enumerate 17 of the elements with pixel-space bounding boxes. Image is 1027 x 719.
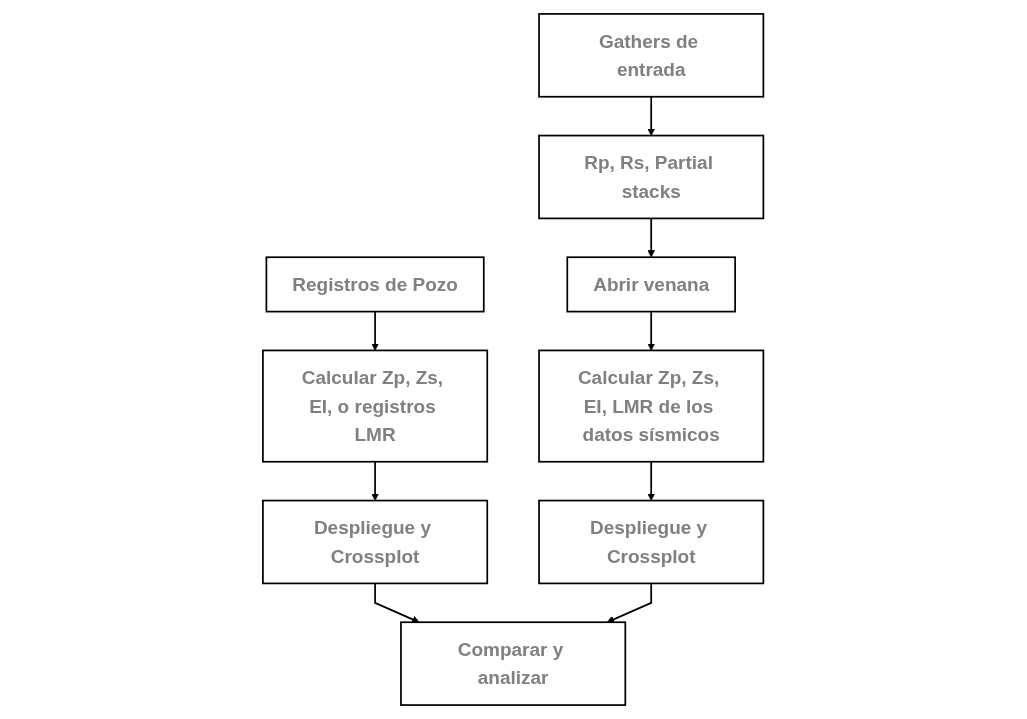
- node-box: Gathers de entrada: [538, 13, 765, 98]
- node-box: Registros de Pozo: [265, 256, 485, 313]
- arrow: [374, 582, 420, 623]
- arrow: [647, 95, 656, 136]
- node-box: Despliegue y Crossplot: [538, 499, 765, 585]
- arrow: [371, 310, 380, 351]
- arrow: [647, 310, 656, 351]
- arrow: [647, 460, 656, 501]
- node-box: Rp, Rs, Partial stacks: [538, 134, 765, 220]
- arrow: [607, 582, 653, 623]
- node-box: Despliegue y Crossplot: [262, 499, 489, 585]
- node-box: Calcular Zp, Zs, EI, o registros LMR: [262, 349, 489, 463]
- arrow: [647, 217, 656, 258]
- node-box: Comparar y analizar: [400, 621, 627, 706]
- arrow: [371, 460, 380, 501]
- node-box: Calcular Zp, Zs, EI, LMR de los datos sísmicos: [538, 349, 765, 463]
- node-box: Abrir venana: [566, 256, 737, 313]
